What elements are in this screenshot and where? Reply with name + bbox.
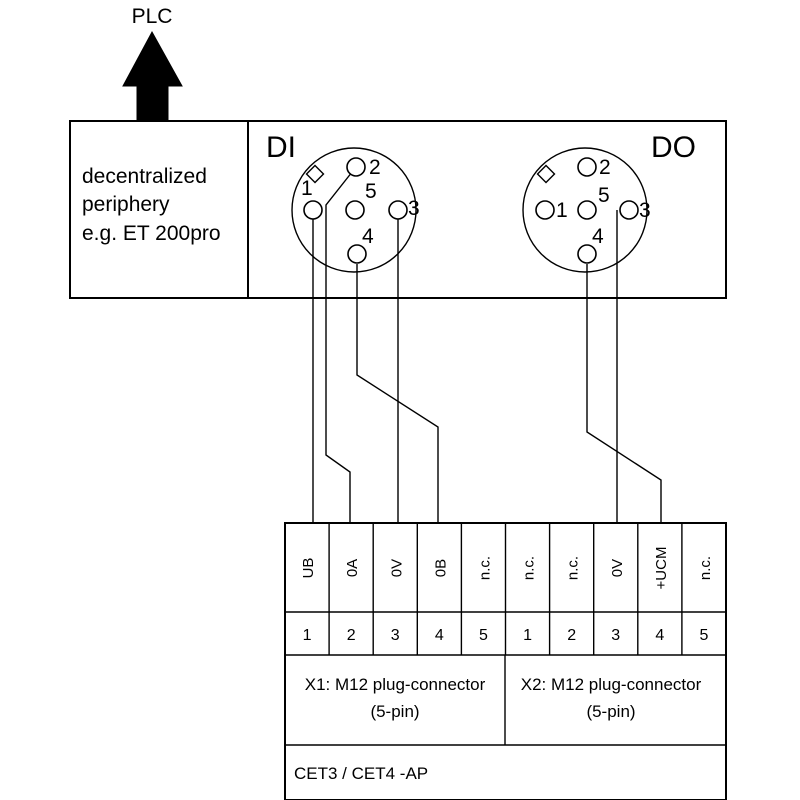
di-pin-2	[346, 157, 366, 177]
di-pin-label-2: 2	[369, 156, 381, 179]
do-pin-5	[577, 200, 597, 220]
x1-signal-2: 0A	[344, 559, 361, 577]
x1-pin-number-5: 5	[479, 627, 488, 644]
x1-pin-number-1: 1	[303, 627, 312, 644]
di-pin-3	[388, 200, 408, 220]
device-label: CET3 / CET4 -AP	[294, 764, 428, 783]
signal-labels: UB 0A 0V 0B n.c. n.c. n.c. 0V +UCM n.c.	[300, 547, 714, 590]
periphery-line-1: decentralized	[82, 165, 207, 188]
di-pin-label-5: 5	[365, 180, 377, 203]
do-connector-body	[522, 147, 648, 273]
di-connector: 1 2 3 4 5	[291, 147, 420, 273]
x2-signal-2: n.c.	[565, 556, 582, 580]
x2-pin-number-1: 1	[523, 627, 532, 644]
wires	[312, 166, 662, 523]
x2-label: X2: M12 plug-connector	[521, 675, 702, 694]
di-pin-label-1: 1	[301, 177, 313, 200]
pin-numbers: 1 2 3 4 5 1 2 3 4 5	[303, 627, 709, 644]
x2-pin-number-2: 2	[567, 627, 576, 644]
do-pin-label-5: 5	[598, 184, 610, 207]
terminal-block: UB 0A 0V 0B n.c. n.c. n.c. 0V +UCM n.c. 1 2 3 4 5 1 2 3 4…	[284, 522, 727, 800]
x2-pin-number-3: 3	[611, 627, 620, 644]
x1-signal-4: 0B	[432, 559, 449, 577]
di-coding-key-icon	[305, 164, 325, 184]
x1-signal-1: UB	[300, 558, 317, 579]
do-pin-label-2: 2	[599, 156, 611, 179]
do-pin-label-1: 1	[556, 199, 568, 222]
di-pin-5	[345, 200, 365, 220]
do-pin-3	[619, 200, 639, 220]
x2-signal-4: +UCM	[653, 547, 670, 590]
plc-label: PLC	[132, 5, 173, 28]
do-pin-2	[577, 157, 597, 177]
x2-signal-5: n.c.	[697, 556, 714, 580]
di-label: DI	[266, 131, 296, 164]
x1-signal-5: n.c.	[476, 556, 493, 580]
di-connector-body	[291, 147, 417, 273]
x2-signal-3: 0V	[609, 559, 626, 577]
do-pin-label-4: 4	[592, 225, 604, 248]
x2-pin-number-5: 5	[699, 627, 708, 644]
do-label: DO	[651, 131, 696, 164]
di-pin-1	[303, 200, 323, 220]
x1-signal-3: 0V	[388, 559, 405, 577]
x1-label: X1: M12 plug-connector	[305, 675, 486, 694]
di-pin-label-4: 4	[362, 225, 374, 248]
do-pin-1	[535, 200, 555, 220]
x1-pin-number-4: 4	[435, 627, 444, 644]
do-pin-label-3: 3	[639, 199, 651, 222]
wire-di4-x1-4	[356, 264, 439, 523]
up-arrow-icon	[122, 30, 183, 122]
wire-do4-x2-4	[586, 264, 662, 523]
x2-signal-1: n.c.	[521, 556, 538, 580]
wire-di2-x1-2	[325, 166, 357, 523]
periphery-line-3: e.g. ET 200pro	[82, 222, 221, 245]
do-connector: 1 2 3 4 5	[522, 147, 651, 273]
do-pin-4	[577, 244, 597, 264]
periphery-line-2: periphery	[82, 193, 170, 216]
x2-pin-count: (5-pin)	[586, 702, 635, 721]
x2-pin-number-4: 4	[655, 627, 664, 644]
di-pin-label-3: 3	[408, 197, 420, 220]
do-coding-key-icon	[536, 164, 556, 184]
di-pin-4	[347, 244, 367, 264]
column-dividers	[328, 523, 683, 655]
x1-pin-number-2: 2	[347, 627, 356, 644]
x1-pin-number-3: 3	[391, 627, 400, 644]
x1-pin-count: (5-pin)	[370, 702, 419, 721]
